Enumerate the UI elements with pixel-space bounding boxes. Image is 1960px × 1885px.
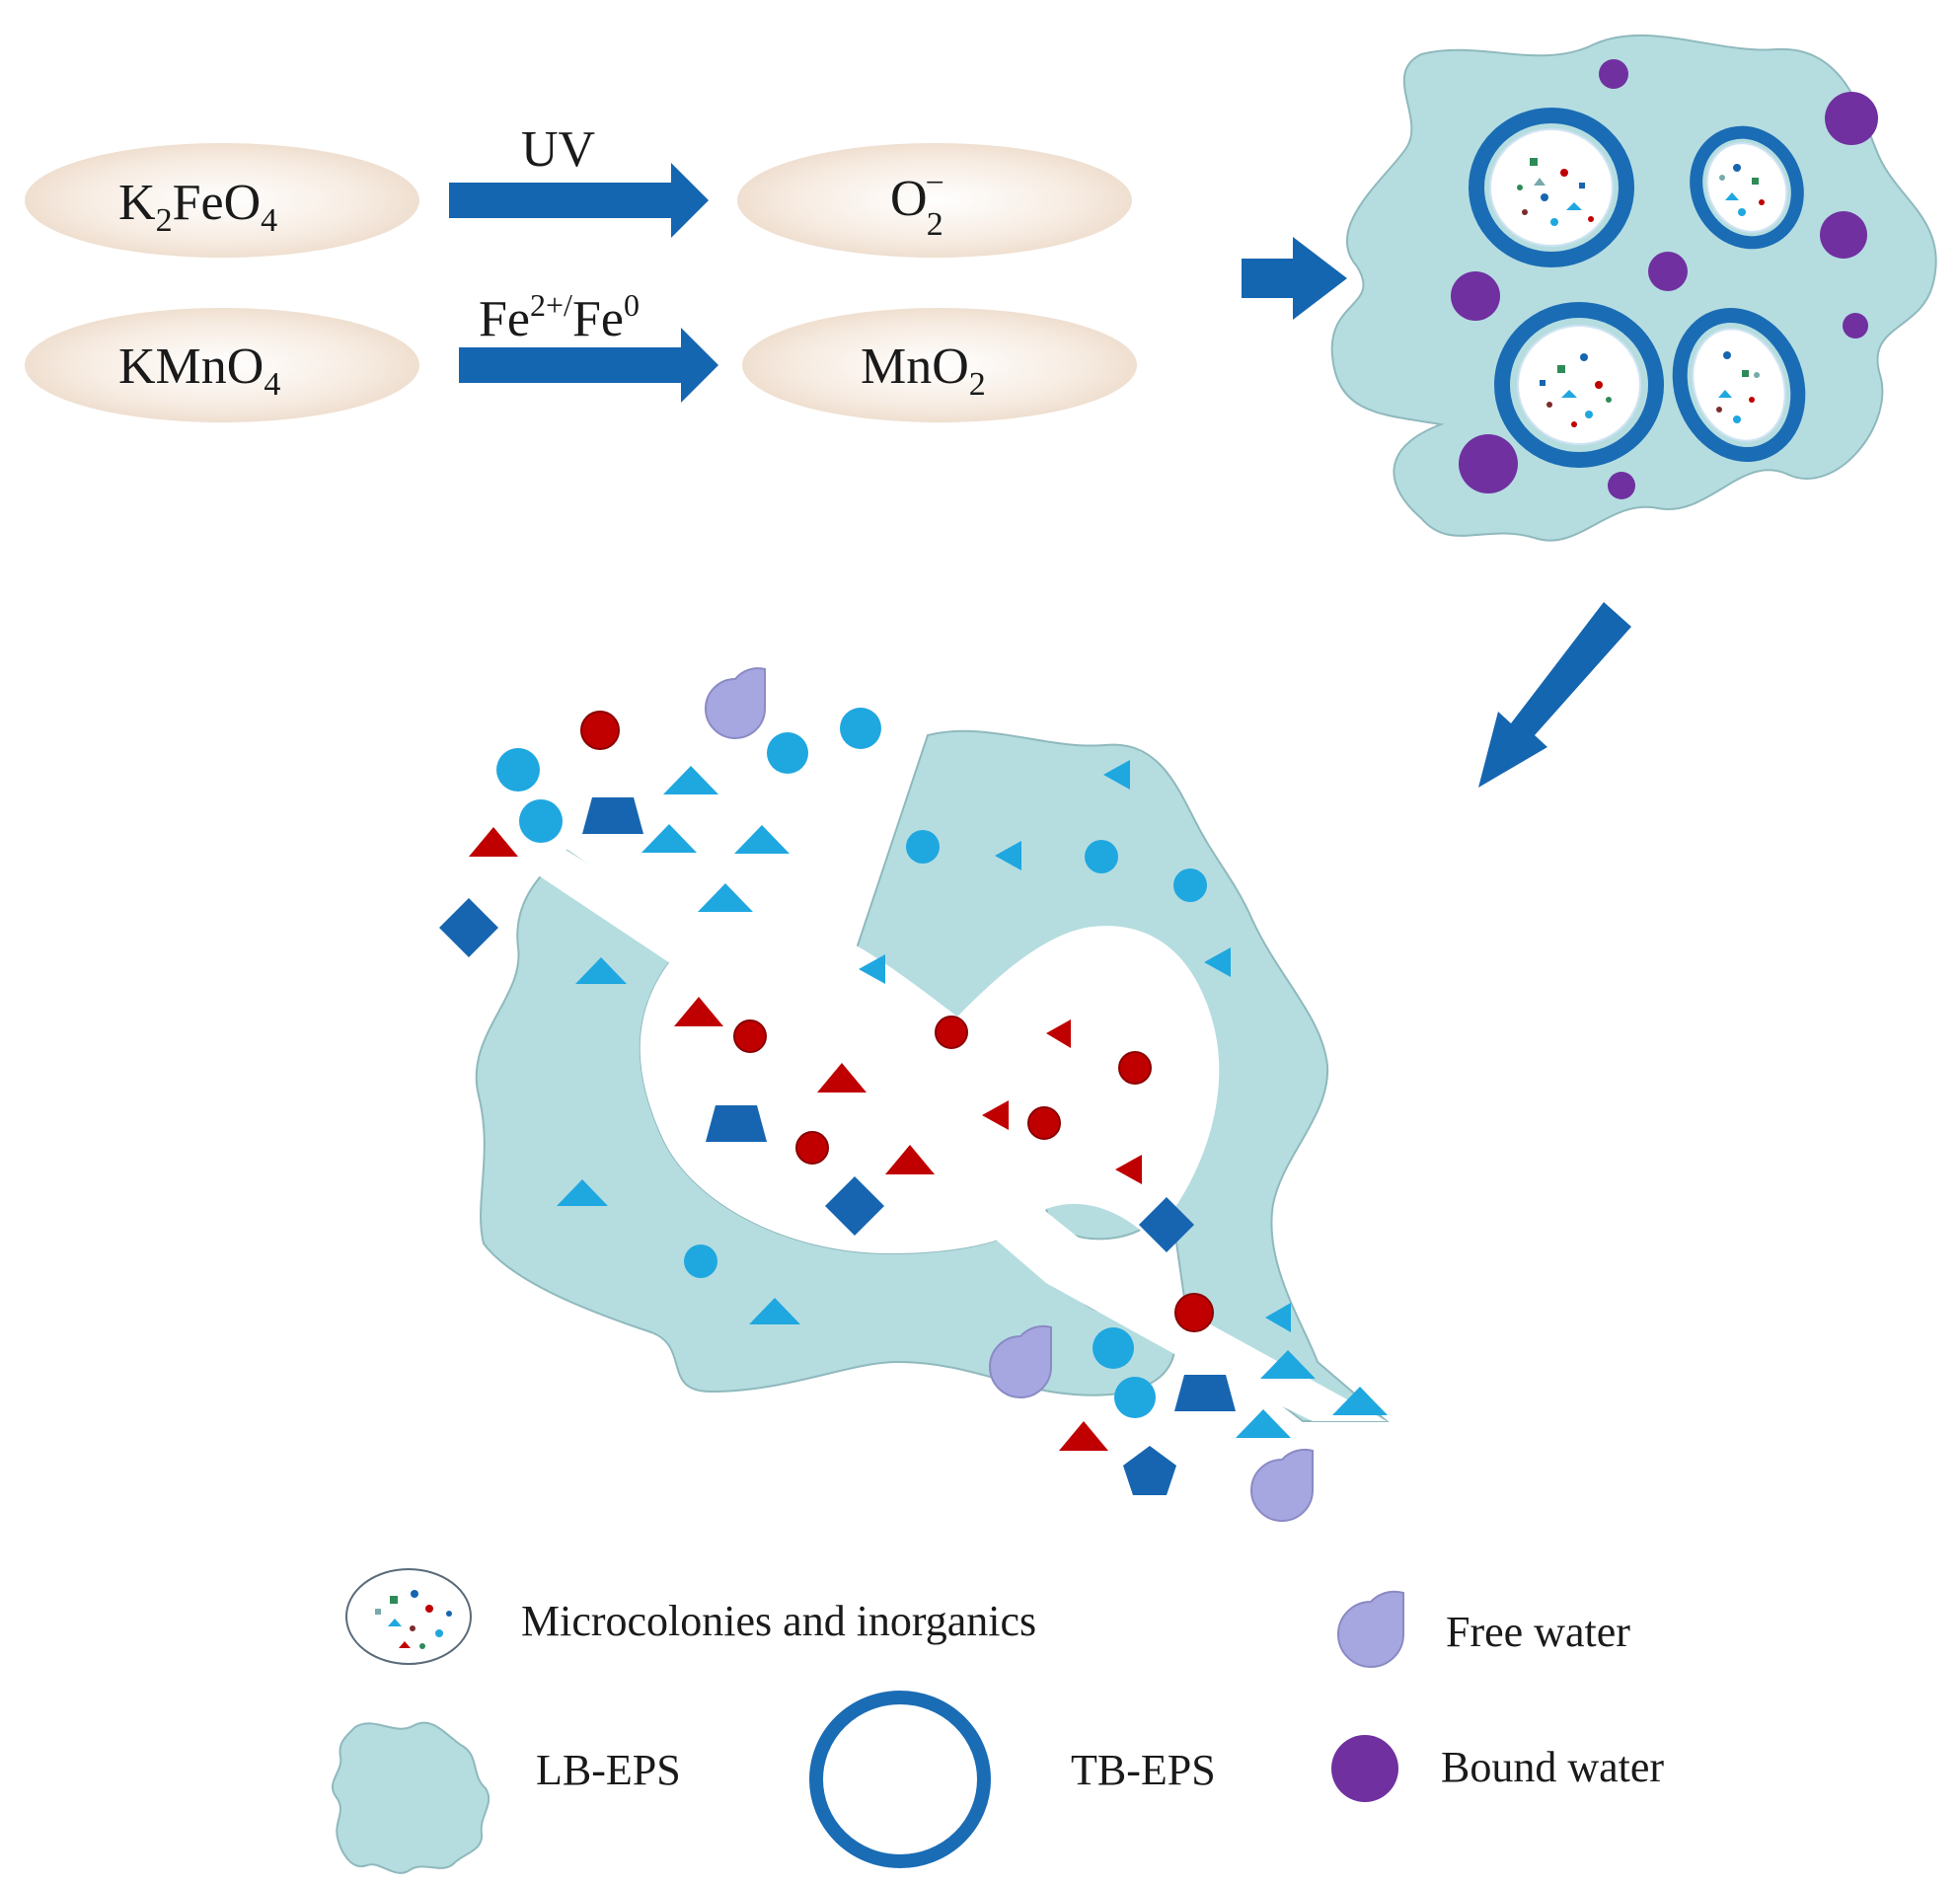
floc-crack [513,851,1387,1421]
product-oval-o2 [737,143,1132,258]
reactant-kmno4: KMnO4 [118,339,280,403]
free-water-drop [989,1324,1052,1398]
reactant-oval-k2feo4 [25,143,419,258]
free-water-drop-icon [1337,1590,1404,1668]
bound-water-dots [1451,59,1878,499]
reaction-arrow-uv [449,163,709,238]
lb-eps-blob-icon [331,1721,490,1874]
free-water-drop [705,667,766,739]
product-mno2: MnO2 [861,339,986,403]
legend-tb-eps-label: TB-EPS [1071,1746,1216,1794]
colony-particles [1517,158,1765,427]
legend-lb-eps-label: LB-EPS [536,1746,681,1794]
reactant-oval-kmno4 [25,308,419,422]
bound-water-dot-icon [1331,1735,1398,1802]
tb-eps-colony-3 [1494,302,1664,468]
legend-free-water-label: Free water [1446,1608,1630,1656]
sludge-floc [1330,34,1937,542]
free-water-drop [1250,1448,1314,1522]
released-particles [439,667,1388,1522]
microcolony-ellipse-icon [345,1568,472,1665]
tb-eps-ring-icon [809,1691,991,1868]
tb-eps-colony-4 [1672,307,1806,463]
product-superoxide: O−2 [890,165,944,243]
legend: Microcolonies and inorganics Free water … [331,1568,1664,1874]
process-arrow-down-left [1478,602,1631,788]
tb-eps-colony-1 [1469,108,1634,267]
legend-bound-water-label: Bound water [1441,1743,1664,1791]
condition-uv: UV [521,121,595,178]
condition-fe: Fe2+/Fe0 [479,287,640,347]
reactant-k2feo4: K2FeO4 [118,175,277,239]
product-oval-mno2 [742,308,1137,422]
broken-floc [475,729,1390,1422]
reaction-arrow-fe [459,328,718,403]
legend-microcolonies-label: Microcolonies and inorganics [521,1597,1036,1645]
tb-eps-colony-2 [1690,125,1804,250]
process-arrow-right [1242,237,1347,320]
